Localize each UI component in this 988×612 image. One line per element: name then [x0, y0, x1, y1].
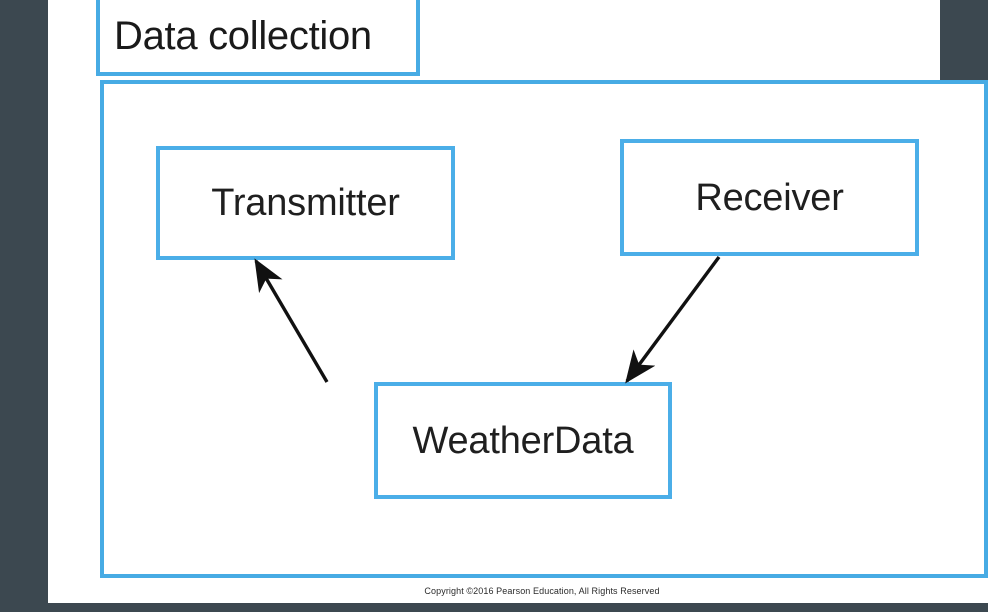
slide-canvas: Data collection Transmitter Receiver Wea… [48, 0, 988, 603]
shape-weatherdata-label: WeatherData [412, 419, 634, 462]
shape-receiver[interactable]: Receiver [620, 139, 919, 256]
shape-weatherdata[interactable]: WeatherData [374, 382, 672, 499]
shape-transmitter-label: Transmitter [211, 182, 400, 224]
page-title: Data collection [114, 14, 372, 58]
shape-transmitter[interactable]: Transmitter [156, 146, 455, 260]
slide-title-placeholder[interactable]: Data collection [96, 0, 420, 76]
shape-receiver-label: Receiver [695, 176, 844, 219]
copyright-text: Copyright ©2016 Pearson Education, All R… [424, 585, 660, 596]
slide-footer: Copyright ©2016 Pearson Education, All R… [96, 578, 988, 603]
